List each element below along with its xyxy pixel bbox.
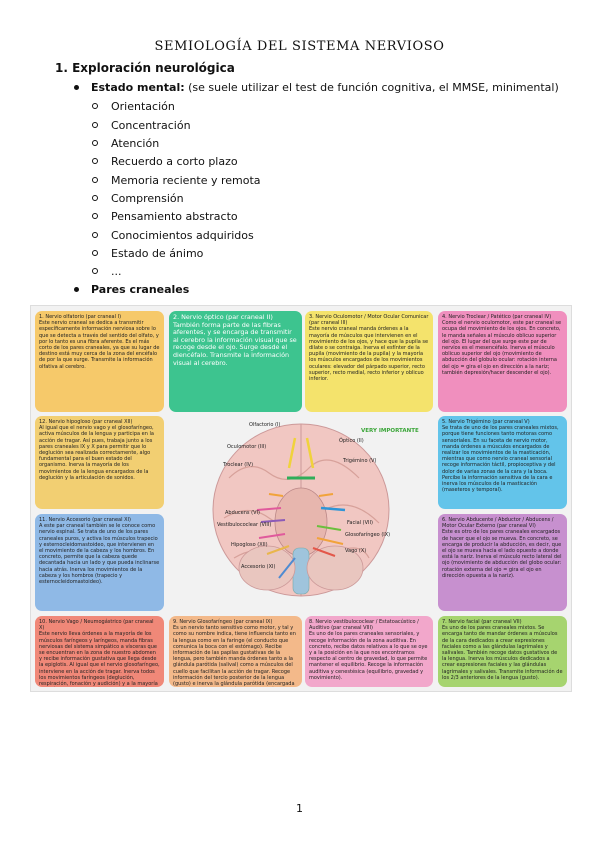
- card-optic: 2. Nervio óptico (par craneal II)También…: [169, 311, 302, 412]
- circle-bullet-icon: [92, 103, 98, 109]
- circle-bullet-icon: [92, 250, 98, 256]
- circle-bullet-icon: [92, 232, 98, 238]
- cranial-nerves-bullet: Pares craneales: [74, 283, 189, 296]
- brain-label: Óptico (II): [339, 438, 364, 444]
- card-body: Al igual que el nervio vago y el glosofa…: [39, 425, 154, 481]
- card-body: Este nervio lleva órdenes a la mayoría d…: [39, 631, 160, 687]
- list-item: Pensamiento abstracto: [92, 210, 238, 223]
- brain-label: Oculomotor (III): [227, 444, 267, 450]
- card-title: 9. Nervio Glosofaríngeo (par craneal IX): [173, 619, 273, 625]
- circle-bullet-icon: [92, 195, 98, 201]
- card-oculomotor: 3. Nervio Oculomotor / Motor Ocular Comu…: [305, 311, 433, 412]
- list-item: Concentración: [92, 119, 191, 132]
- circle-bullet-icon: [92, 158, 98, 164]
- card-body: Es uno de los pares craneales mixtos. Se…: [442, 625, 563, 681]
- list-item: ...: [92, 265, 122, 278]
- list-item: Atención: [92, 137, 159, 150]
- section-heading: 1. Exploración neurológica: [55, 61, 235, 75]
- list-item: Conocimientos adquiridos: [92, 229, 254, 242]
- brain-label: Hipogloso (XII): [231, 542, 268, 548]
- card-title: 2. Nervio óptico (par craneal II): [173, 313, 273, 321]
- page-number: 1: [296, 802, 303, 815]
- list-item: Orientación: [92, 100, 175, 113]
- card-body: Este nervio craneal manda órdenes a la m…: [309, 326, 429, 383]
- mental-status-bullet: Estado mental: (se suele utilizar el tes…: [74, 81, 559, 94]
- card-body: Es un nervio tanto sensitivo como motor,…: [173, 625, 296, 687]
- card-olfactory: 1. Nervio olfatorio (par craneal I)Este …: [35, 311, 164, 412]
- card-title: 6. Nervio Abducente / Abductor / Abducen…: [442, 517, 554, 530]
- card-body: A este par craneal también se le conoce …: [39, 523, 160, 586]
- card-title: 10. Nervio Vago / Neumogástrico (par cra…: [39, 619, 154, 632]
- bullet-icon: [74, 84, 79, 90]
- brain-label: Facial (VII): [347, 520, 373, 526]
- card-body: Este nervio craneal se dedica a transmit…: [39, 320, 160, 370]
- circle-bullet-icon: [92, 268, 98, 274]
- brain-label: Glosofaríngeo (IX): [345, 532, 391, 538]
- list-item: Memoria reciente y remota: [92, 174, 261, 187]
- circle-bullet-icon: [92, 140, 98, 146]
- card-title: 5. Nervio Trigémino (par craneal V): [442, 419, 530, 425]
- cranial-nerves-figure: 1. Nervio olfatorio (par craneal I)Este …: [30, 305, 572, 692]
- brain-base-illustration: [212, 423, 390, 597]
- bullet-icon: [74, 286, 79, 292]
- card-title: 12. Nervio hipogloso (par craneal XII): [39, 419, 133, 425]
- circle-bullet-icon: [92, 213, 98, 219]
- card-title: 8. Nervio vestibulococlear / Estatoacúst…: [309, 619, 419, 632]
- list-item: Recuerdo a corto plazo: [92, 155, 238, 168]
- list-item: Comprensión: [92, 192, 184, 205]
- card-glossopharyngeal: 9. Nervio Glosofaríngeo (par craneal IX)…: [169, 616, 302, 687]
- list-item: Estado de ánimo: [92, 247, 203, 260]
- mental-status-text: (se suele utilizar el test de función co…: [184, 81, 559, 94]
- card-title: 4. Nervio Troclear / Patético (par crane…: [442, 314, 552, 320]
- card-trigeminal: 5. Nervio Trigémino (par craneal V)Se tr…: [438, 416, 567, 509]
- brain-label: Vestibulococlear (VIII): [217, 522, 272, 528]
- card-title: 11. Nervio Accesorio (par craneal XI): [39, 517, 131, 523]
- brain-label: Abducens (VI): [225, 510, 260, 516]
- card-title: 1. Nervio olfatorio (par craneal I): [39, 314, 122, 320]
- card-title: 3. Nervio Oculomotor / Motor Ocular Comu…: [309, 314, 429, 327]
- brain-label: Olfactorio (I): [249, 422, 281, 428]
- card-body: Como el nervio oculomotor, este par cran…: [442, 320, 562, 376]
- circle-bullet-icon: [92, 177, 98, 183]
- card-accessory: 11. Nervio Accesorio (par craneal XI)A e…: [35, 514, 164, 611]
- mental-status-label: Estado mental:: [91, 81, 185, 94]
- page-title: SEMIOLOGÍA DEL SISTEMA NERVIOSO: [154, 39, 445, 54]
- card-trochlear: 4. Nervio Troclear / Patético (par crane…: [438, 311, 567, 412]
- card-vagus: 10. Nervio Vago / Neumogástrico (par cra…: [35, 616, 164, 687]
- card-vestibulocochlear: 8. Nervio vestibulococlear / Estatoacúst…: [305, 616, 433, 687]
- card-title: 7. Nervio facial (par craneal VII): [442, 619, 522, 625]
- card-facial: 7. Nervio facial (par craneal VII)Es uno…: [438, 616, 567, 687]
- card-body: También forma parte de las fibras aferen…: [173, 320, 297, 367]
- brain-label: Accesorio (XI): [241, 564, 276, 570]
- card-body: Se trata de uno de los pares craneales m…: [442, 425, 559, 494]
- very-important-note: VERY IMPORTANTE: [361, 428, 419, 434]
- circle-bullet-icon: [92, 122, 98, 128]
- card-abducens: 6. Nervio Abducente / Abductor / Abducen…: [438, 514, 567, 611]
- card-body: Este es otro de los pares craneales enca…: [442, 529, 562, 579]
- card-body: Es uno de los pares craneales sensoriale…: [309, 631, 428, 681]
- brain-label: Vago (X): [345, 548, 367, 554]
- brain-label: Trigémino (V): [343, 458, 377, 464]
- brain-label: Troclear (IV): [223, 462, 254, 468]
- card-hypoglossal: 12. Nervio hipogloso (par craneal XII)Al…: [35, 416, 164, 509]
